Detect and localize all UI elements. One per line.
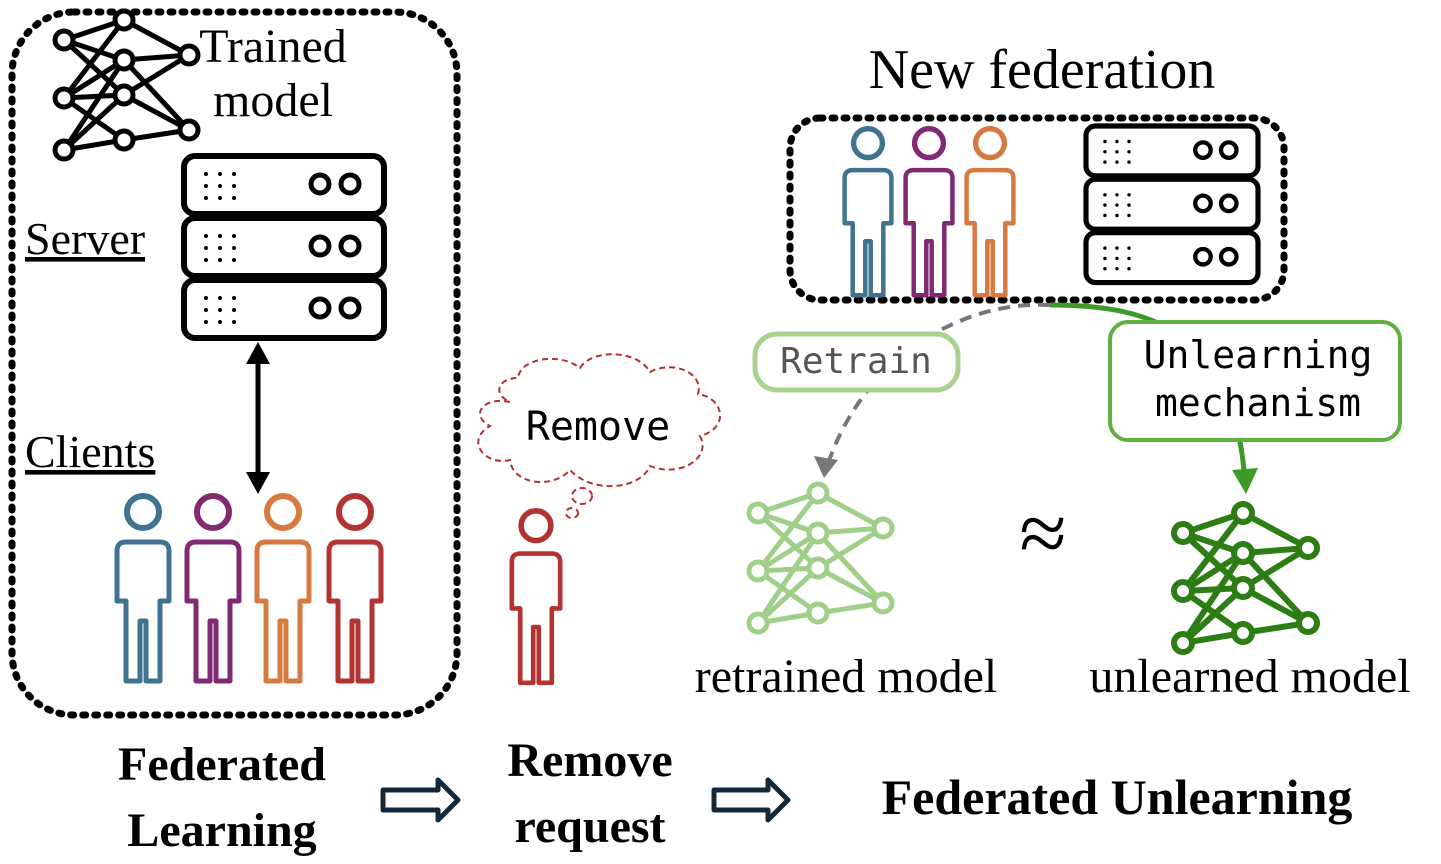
stage-remove-request-line1: Remove [507,734,672,787]
client-blue-icon [117,496,169,681]
remove-thought-bubble [477,353,721,519]
unlearning-arrowhead [1232,468,1258,494]
retrain-box-text: Retrain [780,341,932,382]
client-orange-icon [257,496,309,681]
clients-label: Clients [25,426,155,477]
new-federation-box [786,114,1288,304]
trained-model-icon [55,11,198,159]
unlearning-box-line1: Unlearning [1144,333,1373,377]
stage-arrow-1 [380,777,461,823]
server-label: Server [25,213,145,264]
federated-learning-box [8,8,461,719]
stage-federated-learning-line1: Federated [118,738,326,791]
retrain-arrowhead [814,456,838,478]
trained-model-label-line2: model [213,74,333,127]
retrain-box [752,331,961,393]
new-federation-server-icon [1086,126,1258,283]
client-red-icon [329,496,381,681]
trained-model-label-line1: Trained [199,20,347,73]
nf-client-purple-icon [906,129,953,296]
removing-client-icon [512,511,560,683]
stage-federated-unlearning: Federated Unlearning [882,769,1353,825]
approx-symbol: ≈ [1019,485,1066,581]
stage-arrow-2 [711,777,791,823]
server-icon [184,156,384,338]
bidirectional-arrow [246,342,270,494]
new-federation-title: New federation [869,39,1216,101]
retrained-model-icon [749,484,892,632]
client-purple-icon [187,496,239,681]
stage-remove-request-line2: request [514,800,665,853]
unlearned-model-icon [1174,504,1317,652]
retrained-model-label: retrained model [695,650,998,703]
unlearned-model-label: unlearned model [1089,650,1410,703]
unlearning-box-line2: mechanism [1155,381,1361,425]
remove-bubble-text: Remove [526,404,671,450]
new-federation-clients [845,129,1014,296]
stage-federated-learning-line2: Learning [127,804,316,857]
unlearning-mechanism-box [1108,320,1402,442]
clients-group [117,496,381,681]
nf-client-orange-icon [967,129,1014,296]
nf-client-blue-icon [845,129,892,296]
